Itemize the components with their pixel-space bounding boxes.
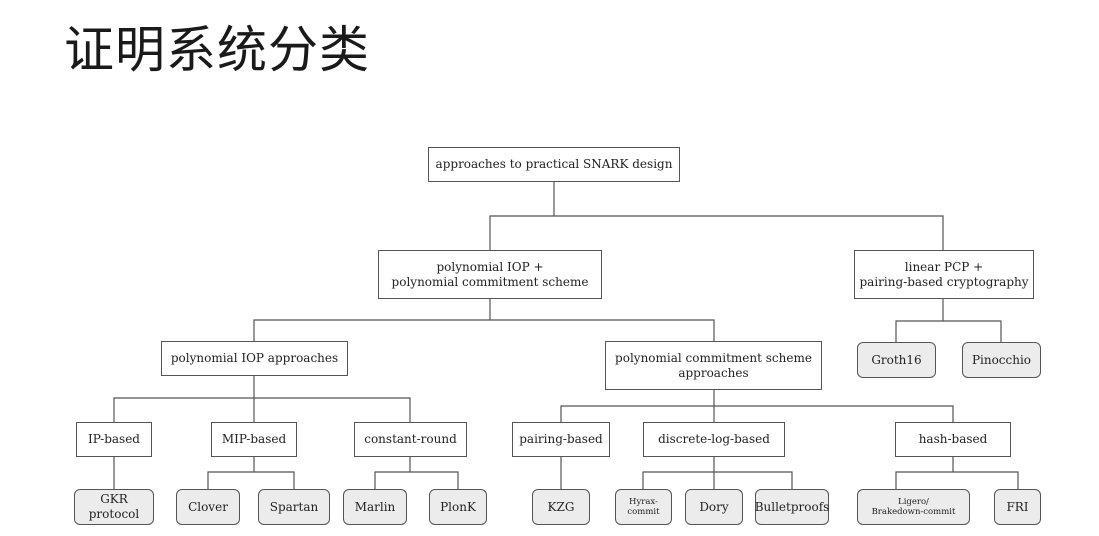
node-root: approaches to practical SNARK design: [428, 147, 680, 182]
connector-iop-approaches-right: [254, 397, 411, 422]
connector-linear-pcp: [895, 299, 944, 342]
node-groth16: Groth16: [857, 342, 936, 378]
connector-mip-based: [207, 457, 255, 489]
connector-dlog-right: [714, 471, 793, 489]
node-fri: FRI: [994, 489, 1041, 525]
node-discrete-log-based: discrete-log-based: [643, 422, 785, 457]
node-poly-iop-pcs: polynomial IOP + polynomial commitment s…: [378, 250, 602, 299]
node-constant-round: constant-round: [354, 422, 467, 457]
node-clover: Clover: [176, 489, 240, 525]
connector-iop-pcs-right: [490, 319, 715, 341]
node-mip-based: MIP-based: [211, 422, 297, 457]
connector-iop-approaches: [113, 376, 255, 422]
connector-pcs-approaches: [560, 390, 715, 422]
node-pairing-based: pairing-based: [512, 422, 610, 457]
connector-dlog: [642, 457, 715, 489]
node-hyrax-commit: Hyrax- commit: [615, 489, 672, 525]
node-dory: Dory: [685, 489, 743, 525]
node-pinocchio: Pinocchio: [962, 342, 1041, 378]
node-poly-iop-approaches: polynomial IOP approaches: [161, 341, 348, 376]
node-ip-based: IP-based: [76, 422, 152, 457]
node-marlin: Marlin: [343, 489, 407, 525]
node-pcs-approaches: polynomial commitment scheme approaches: [605, 341, 822, 390]
node-plonk: PlonK: [429, 489, 487, 525]
connector-linear-pcp-right: [943, 320, 1002, 342]
node-hash-based: hash-based: [895, 422, 1011, 457]
connector-constant-round-right: [410, 471, 459, 489]
connector-hash-based-right: [953, 471, 1019, 489]
connector-mip-based-right: [254, 471, 295, 489]
connector-constant-round: [374, 457, 411, 489]
node-kzg: KZG: [532, 489, 590, 525]
connector-iop-pcs: [253, 299, 491, 341]
node-ligero-brakedown: Ligero/ Brakedown-commit: [857, 489, 970, 525]
page-title: 证明系统分类: [64, 21, 370, 79]
node-linear-pcp: linear PCP + pairing-based cryptography: [854, 250, 1034, 299]
connector-root-right: [554, 215, 944, 250]
connector-hash-based: [895, 457, 954, 489]
node-gkr-protocol: GKR protocol: [74, 489, 154, 525]
connector-pcs-approaches-right: [714, 405, 954, 422]
node-spartan: Spartan: [258, 489, 330, 525]
connector-root: [489, 182, 555, 250]
node-bulletproofs: Bulletproofs: [755, 489, 829, 525]
